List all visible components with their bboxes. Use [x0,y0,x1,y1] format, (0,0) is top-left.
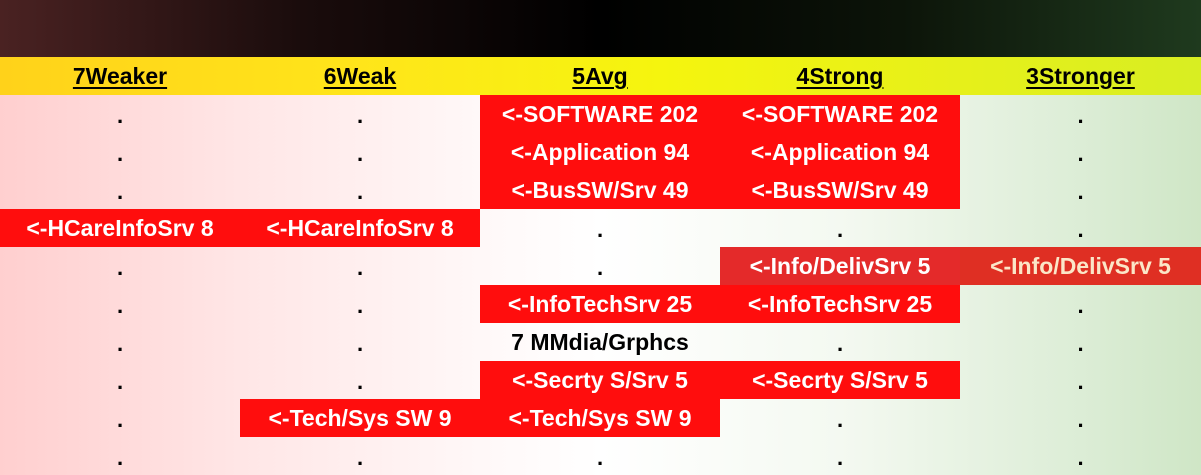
grid-cell: . [1077,293,1084,318]
grid-cell-highlight: <-BusSW/Srv 49 [480,171,720,209]
grid-cell: . [1077,179,1084,204]
grid-cell: . [596,217,604,242]
grid-cell-plain-label: 7 MMdia/Grphcs [511,328,689,355]
grid-cell: . [356,179,364,204]
grid-cell-highlight: <-InfoTechSrv 25 [720,285,960,323]
grid-cell-highlight: <-HCareInfoSrv 8 [240,209,480,247]
column-header-4strong: 4Strong [796,63,884,89]
grid-cell: . [1077,369,1084,394]
column-header-5avg: 5Avg [572,63,628,89]
grid-cell: . [116,445,124,470]
grid-cell: . [356,255,364,280]
grid-cell: . [356,331,364,356]
grid-cell: . [116,103,124,128]
grid-cell: . [836,407,844,432]
grid-cell: . [596,255,604,280]
grid-cell-highlight: <-SOFTWARE 202 [720,95,960,133]
grid-cell-highlight: <-HCareInfoSrv 8 [0,209,240,247]
column-header-6weak: 6Weak [323,63,397,89]
grid-cell: . [356,445,364,470]
grid-cell-highlight: <-InfoTechSrv 25 [480,285,720,323]
grid-cell: . [116,407,124,432]
grid-cell-highlight: <-Application 94 [480,133,720,171]
grid-cell-highlight: <-Info/DelivSrv 5 [720,247,960,285]
grid-cell: . [116,293,124,318]
grid-cell-highlight: <-Tech/Sys SW 9 [240,399,480,437]
grid-cell: . [1077,141,1084,166]
grid-cell-highlight: <-Secrty S/Srv 5 [720,361,960,399]
grid-cell: . [356,293,364,318]
strength-grid: . . <-SOFTWARE 202 <-SOFTWARE 202 . . . … [0,95,1201,475]
top-bar [0,0,1201,57]
column-header-7weaker: 7Weaker [72,63,168,89]
grid-cell: . [1077,445,1084,470]
grid-cell: . [116,369,124,394]
grid-cell: . [356,141,364,166]
grid-cell: . [356,103,364,128]
grid-cell: . [116,255,124,280]
grid-cell: . [836,331,844,356]
grid-cell: . [116,331,124,356]
grid-cell: . [836,217,844,242]
grid-cell: . [596,445,604,470]
grid-cell: . [116,141,124,166]
grid-cell: . [1077,103,1084,128]
grid-cell-highlight: <-Secrty S/Srv 5 [480,361,720,399]
grid-cell-highlight: <-Application 94 [720,133,960,171]
grid-cell: . [1077,217,1084,242]
column-header-3stronger: 3Stronger [1026,63,1135,89]
grid-cell-highlight: <-Tech/Sys SW 9 [480,399,720,437]
grid-cell-highlight: <-BusSW/Srv 49 [720,171,960,209]
grid-cell: . [356,369,364,394]
grid-cell: . [1077,407,1084,432]
grid-cell: . [836,445,844,470]
grid-cell-highlight: <-SOFTWARE 202 [480,95,720,133]
grid-cell: . [116,179,124,204]
grid-cell: . [1077,331,1084,356]
column-header-band: 7Weaker 6Weak 5Avg 4Strong 3Stronger [0,57,1201,95]
grid-cell-highlight: <-Info/DelivSrv 5 [960,247,1201,285]
